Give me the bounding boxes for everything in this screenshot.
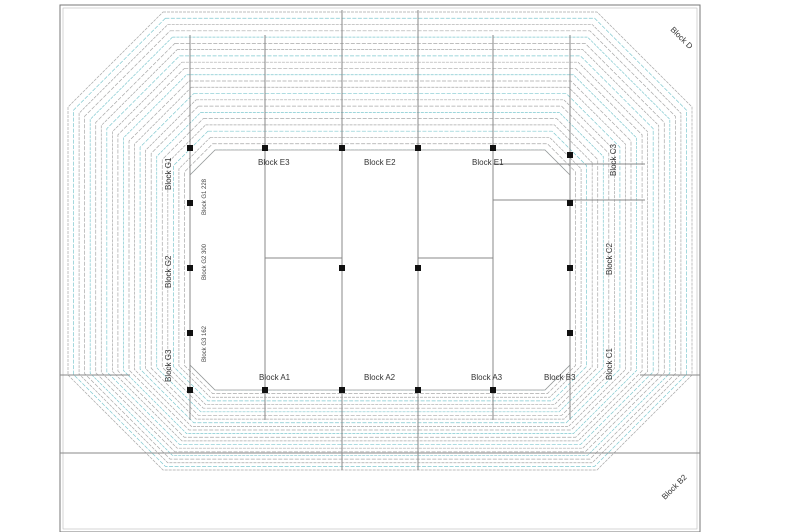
seat-row — [73, 17, 687, 467]
seat-row — [145, 99, 615, 420]
seat-row — [139, 93, 621, 424]
seat-row — [89, 36, 671, 456]
column-marker — [339, 265, 345, 271]
seat-row — [128, 80, 632, 431]
block-a1-label: Block A1 — [259, 373, 291, 382]
seat-row — [123, 74, 637, 434]
structural-columns — [187, 145, 573, 393]
column-marker — [415, 387, 421, 393]
seat-row — [167, 124, 593, 405]
block-c3-label: Block C3 — [609, 143, 618, 176]
block-e2-label: Block E2 — [364, 158, 396, 167]
seat-row — [150, 105, 610, 416]
column-marker — [187, 200, 193, 206]
block-c2-label: Block C2 — [605, 242, 614, 275]
block-e3-label: Block E3 — [258, 158, 290, 167]
column-marker — [415, 265, 421, 271]
seat-row — [184, 143, 576, 394]
seat-row — [84, 30, 676, 460]
column-marker — [567, 152, 573, 158]
seat-row — [106, 55, 654, 445]
column-marker — [490, 145, 496, 151]
column-marker — [187, 265, 193, 271]
block-g1-count: Block G1 228 — [202, 178, 208, 215]
arena-floor — [189, 149, 571, 391]
block-g3-label: Block G3 — [164, 349, 173, 382]
outer-wall — [59, 4, 701, 532]
block-d-label: Block D — [669, 25, 695, 51]
column-marker — [567, 330, 573, 336]
column-marker — [490, 387, 496, 393]
seat-row — [100, 49, 660, 449]
block-a3-label: Block A3 — [471, 373, 503, 382]
column-marker — [339, 145, 345, 151]
inner-wall — [62, 7, 698, 530]
column-marker — [567, 200, 573, 206]
block-b2-label: Block B2 — [660, 472, 689, 501]
block-g2-label: Block G2 — [164, 255, 173, 288]
seating-rows — [67, 11, 693, 471]
column-marker — [567, 265, 573, 271]
block-g2-count: Block G2 300 — [202, 243, 208, 280]
column-marker — [415, 145, 421, 151]
column-marker — [187, 145, 193, 151]
column-marker — [187, 330, 193, 336]
seat-row — [117, 68, 643, 438]
block-e1-label: Block E1 — [472, 158, 504, 167]
seat-row — [156, 112, 604, 413]
block-g3-count: Block G3 162 — [202, 325, 208, 362]
column-marker — [262, 145, 268, 151]
seat-row — [178, 137, 582, 398]
block-c1-label: Block C1 — [605, 347, 614, 380]
block-b3-label: Block B3 — [544, 373, 576, 382]
seat-row — [95, 43, 665, 453]
column-marker — [262, 387, 268, 393]
seat-row — [67, 11, 693, 471]
seat-row — [78, 24, 682, 464]
block-g1-label: Block G1 — [164, 157, 173, 190]
block-a2-label: Block A2 — [364, 373, 396, 382]
column-marker — [339, 387, 345, 393]
seat-row — [112, 61, 648, 442]
seat-row — [173, 130, 587, 402]
seat-row — [134, 86, 626, 427]
column-marker — [187, 387, 193, 393]
seat-row — [161, 118, 599, 409]
